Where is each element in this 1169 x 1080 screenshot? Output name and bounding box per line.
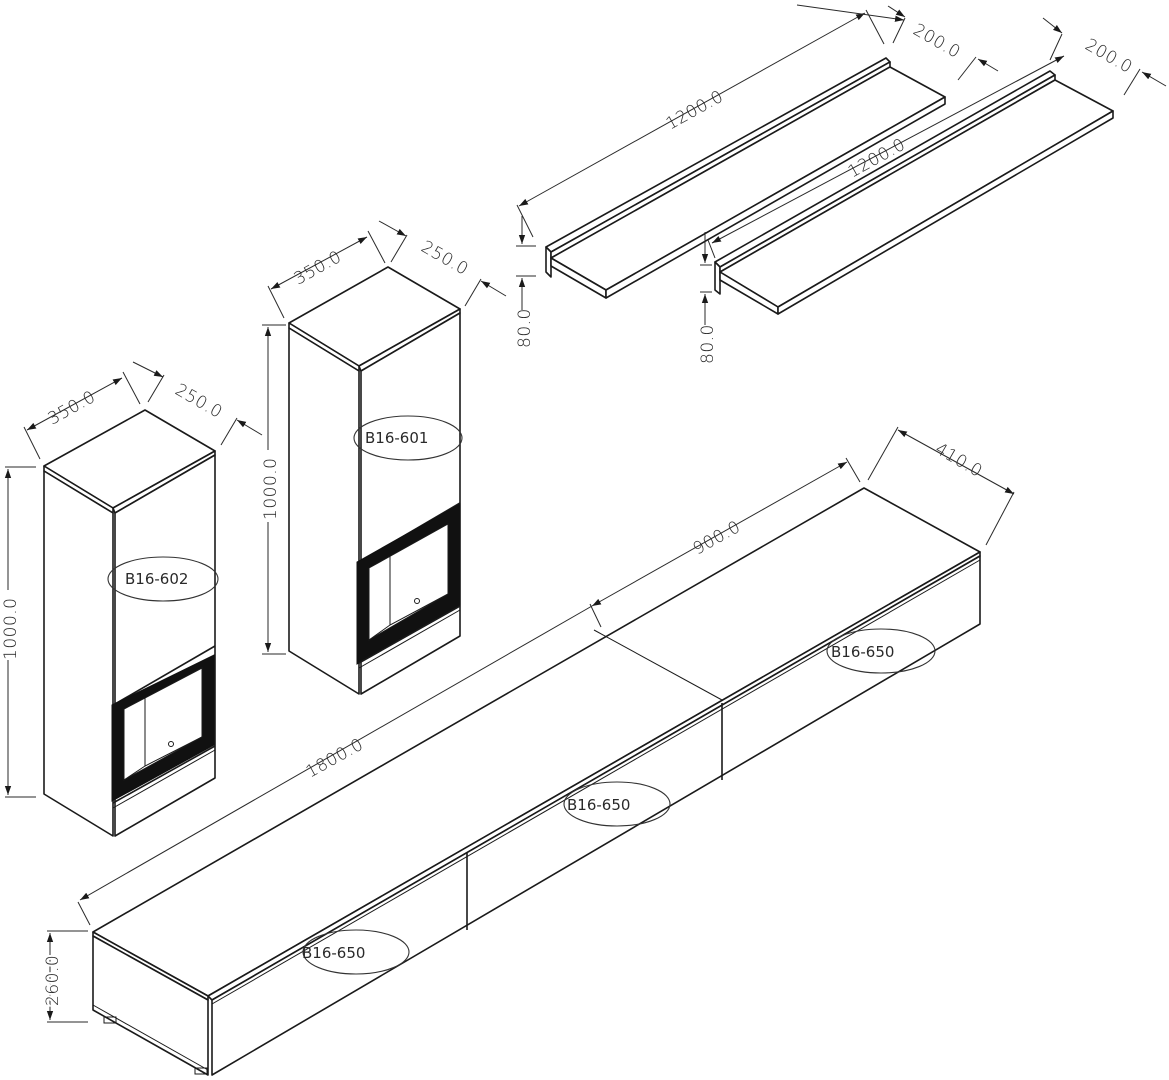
- svg-text:250.0: 250.0: [172, 380, 226, 423]
- dim-cabinet-middle-height: 1000.0: [261, 324, 286, 655]
- svg-text:260.0: 260.0: [43, 955, 63, 1006]
- dim-shelf-right-height: 80.0: [698, 232, 718, 364]
- part-code-b16-601: B16-601: [365, 429, 428, 447]
- part-code-b16-650-middle: B16-650: [567, 796, 630, 814]
- part-code-b16-650-left: B16-650: [302, 944, 365, 962]
- svg-text:200.0: 200.0: [910, 20, 964, 63]
- dim-shelf-left-depth: 200.0: [796, 4, 999, 81]
- svg-text:200.0: 200.0: [1082, 35, 1136, 78]
- svg-text:350.0: 350.0: [291, 247, 345, 289]
- cabinet-b16-602: B16-602: [43, 409, 219, 837]
- cabinet-b16-601: B16-601: [288, 266, 463, 695]
- svg-text:80.0: 80.0: [515, 308, 535, 348]
- svg-text:410.0: 410.0: [932, 439, 986, 482]
- svg-text:1000.0: 1000.0: [1, 598, 21, 660]
- part-code-b16-650-right: B16-650: [831, 643, 894, 661]
- svg-text:80.0: 80.0: [698, 324, 718, 364]
- tv-unit: B16-650 B16-650 B16-650: [92, 487, 981, 1076]
- svg-text:1800.0: 1800.0: [303, 735, 367, 783]
- svg-text:350.0: 350.0: [45, 387, 99, 429]
- part-code-b16-602: B16-602: [125, 570, 188, 588]
- svg-text:1200.0: 1200.0: [663, 87, 727, 135]
- dim-shelf-left-height: 80.0: [515, 216, 536, 348]
- dim-tv-unit-height: 260.0: [41, 930, 88, 1023]
- svg-text:1000.0: 1000.0: [261, 458, 281, 520]
- svg-text:250.0: 250.0: [418, 237, 472, 280]
- svg-text:900.0: 900.0: [690, 517, 744, 559]
- dim-cabinet-left-height: 1000.0: [1, 466, 36, 798]
